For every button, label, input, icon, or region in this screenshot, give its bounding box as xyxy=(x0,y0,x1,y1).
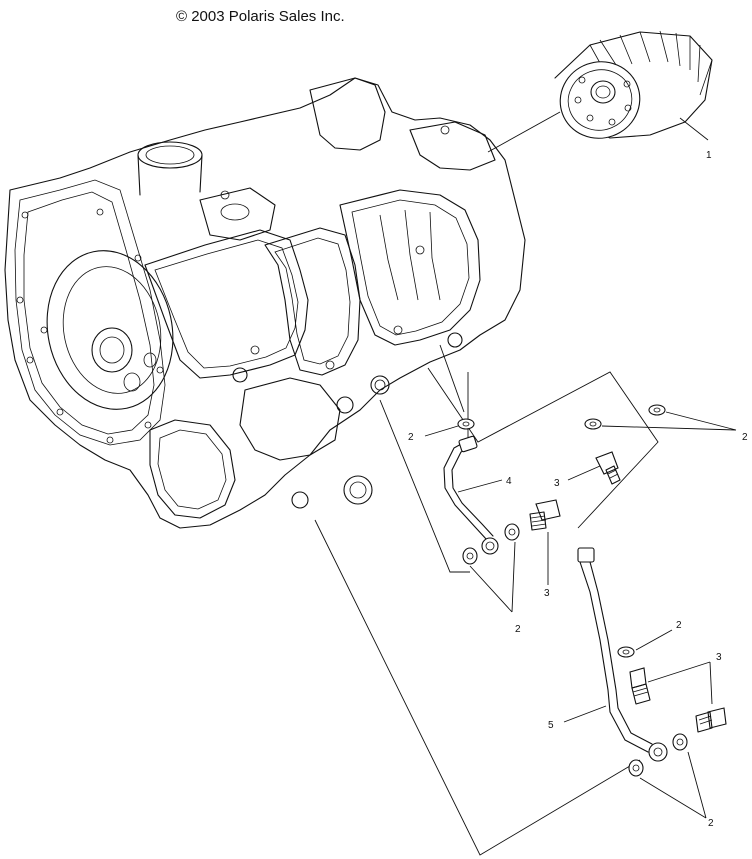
callout-5: 5 xyxy=(548,720,554,731)
leader-5 xyxy=(563,705,607,723)
callout-4: 4 xyxy=(506,476,512,487)
leader-3a xyxy=(567,465,601,481)
callout-2f: 2 xyxy=(708,818,714,829)
leader-4 xyxy=(457,479,503,493)
leader-2a xyxy=(424,425,459,437)
washer-a xyxy=(457,418,475,430)
washer-c xyxy=(648,404,666,416)
assembly-centerlines xyxy=(314,344,659,856)
bolt-c xyxy=(629,667,727,733)
oil-filter xyxy=(554,30,713,139)
callout-2bc: 2 xyxy=(742,432,748,443)
bolt-a xyxy=(595,451,621,485)
callout-2e: 2 xyxy=(676,620,682,631)
callout-1: 1 xyxy=(706,150,712,161)
callout-3a: 3 xyxy=(554,478,560,489)
oil-line-upper xyxy=(443,435,499,555)
copyright-notice: © 2003 Polaris Sales Inc. xyxy=(176,8,345,25)
engine-crankcase xyxy=(4,77,526,529)
filter-mount-line xyxy=(487,111,561,153)
leader-2f xyxy=(639,751,707,819)
leader-2e xyxy=(635,629,673,651)
callout-2d: 2 xyxy=(515,624,521,635)
bolt-b xyxy=(529,499,561,531)
leader-2d xyxy=(469,541,516,613)
washer-b xyxy=(584,418,602,430)
callout-2a: 2 xyxy=(408,432,414,443)
leader-2bc xyxy=(601,411,737,431)
washer-d xyxy=(462,523,520,565)
callout-3b: 3 xyxy=(544,588,550,599)
oil-line-lower xyxy=(577,547,668,762)
washer-lower-pair xyxy=(628,733,688,777)
leader-1 xyxy=(679,117,709,141)
washer-e xyxy=(617,646,635,658)
callout-3c: 3 xyxy=(716,652,722,663)
leader-3c xyxy=(647,661,713,705)
